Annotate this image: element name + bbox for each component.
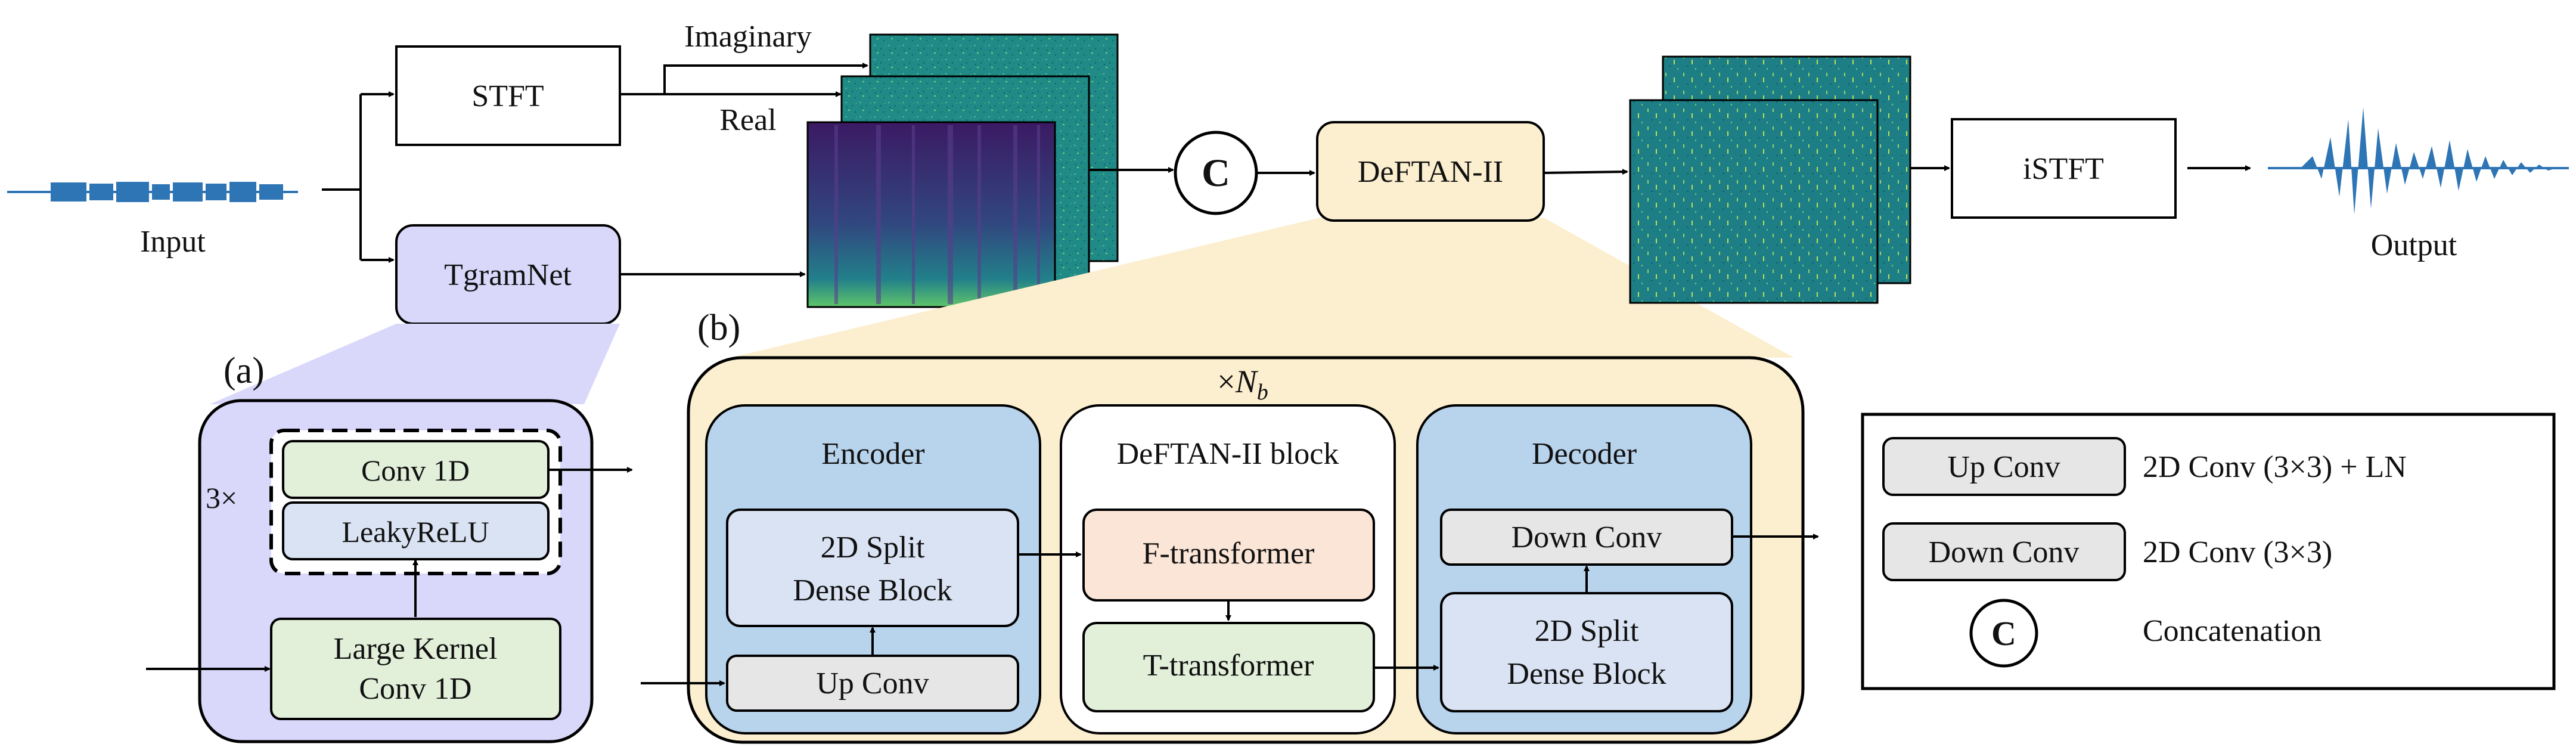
- decoder-panel: Decoder Down Conv 2D Split Dense Block: [1416, 404, 1752, 734]
- decoder-downconv: Down Conv: [1440, 509, 1733, 566]
- large-kernel-conv-box: Large Kernel Conv 1D: [270, 618, 561, 720]
- output-spectrogram-front: [1629, 99, 1879, 304]
- f-transformer-box: F-transformer: [1082, 509, 1375, 602]
- tgramnet-box: TgramNet: [395, 224, 621, 325]
- arrow-to-output-spectrogram: [1543, 169, 1628, 175]
- decoder-block-line1: 2D Split: [1535, 614, 1639, 648]
- conv1d-box: Conv 1D: [282, 440, 550, 499]
- legend-concat: C Concatenation: [1969, 599, 2321, 668]
- concat-symbol: C: [1202, 151, 1230, 195]
- input-label: Input: [140, 225, 206, 259]
- imaginary-label: Imaginary: [684, 20, 812, 54]
- input-waveform: [7, 182, 298, 202]
- encoder-block-line1: 2D Split: [821, 531, 925, 565]
- legend-upconv: Up Conv 2D Conv (3×3) + LN: [1882, 437, 2407, 496]
- output-waveform: [2268, 107, 2569, 215]
- leakyrelu-label: LeakyReLU: [342, 515, 489, 548]
- real-label: Real: [719, 103, 776, 137]
- concatenation-node: C: [1174, 131, 1258, 215]
- panel-b-tag: (b): [697, 308, 740, 348]
- spectrogram-magnitude: [806, 121, 1056, 308]
- legend-downconv-box: Down Conv: [1929, 535, 2080, 569]
- output-label: Output: [2371, 228, 2457, 262]
- tgramnet-label: TgramNet: [444, 258, 572, 292]
- repeat-nb: ×Nb: [1217, 364, 1268, 405]
- panel-b: ×Nb Encoder 2D Split Dense Block Up Conv…: [687, 356, 1805, 744]
- decoder-dense-block: 2D Split Dense Block: [1440, 592, 1733, 712]
- encoder-block-line2: Dense Block: [793, 574, 952, 607]
- legend-upconv-box: Up Conv: [1947, 450, 2060, 484]
- istft-box: iSTFT: [1951, 118, 2177, 219]
- deftan-box: DeFTAN-II: [1316, 121, 1545, 222]
- imaginary-connector: [620, 63, 868, 95]
- encoder-dense-block: 2D Split Dense Block: [726, 509, 1019, 627]
- repeat-n: N: [1235, 364, 1259, 399]
- decoder-block-line2: Dense Block: [1507, 657, 1666, 691]
- input-split-connector: [322, 94, 362, 260]
- legend-upconv-desc: 2D Conv (3×3) + LN: [2143, 450, 2407, 484]
- encoder-upconv: Up Conv: [726, 655, 1019, 712]
- output-spectrogram-stack: [1629, 55, 1911, 304]
- panel-a-tag: (a): [224, 351, 265, 391]
- input-spectrogram-stack: [806, 33, 1119, 308]
- legend-concat-symbol: C: [1991, 614, 2016, 653]
- encoder-upconv-label: Up Conv: [816, 667, 929, 700]
- deftan-label: DeFTAN-II: [1358, 155, 1503, 189]
- legend-panel: Up Conv 2D Conv (3×3) + LN Down Conv 2D …: [1861, 413, 2556, 690]
- legend-downconv-desc: 2D Conv (3×3): [2143, 535, 2332, 569]
- repeat-times: ×: [1217, 364, 1235, 399]
- legend-concat-desc: Concatenation: [2143, 614, 2321, 648]
- decoder-title: Decoder: [1532, 437, 1637, 471]
- t-transformer-label: T-transformer: [1143, 649, 1314, 683]
- encoder-panel: Encoder 2D Split Dense Block Up Conv: [705, 404, 1041, 734]
- conv1d-label: Conv 1D: [361, 454, 470, 487]
- stft-box: STFT: [395, 45, 621, 146]
- encoder-title: Encoder: [821, 437, 924, 471]
- f-transformer-label: F-transformer: [1143, 537, 1315, 571]
- large-kernel-line2: Conv 1D: [359, 672, 471, 706]
- repeat-b: b: [1257, 380, 1268, 405]
- panel-a: 3× Conv 1D LeakyReLU Large Kernel Conv 1…: [198, 399, 594, 743]
- stft-label: STFT: [471, 79, 544, 113]
- deftan-block-panel: DeFTAN-II block F-transformer T-transfor…: [1060, 404, 1396, 734]
- deftan-zoom-region: [730, 218, 1794, 358]
- legend-downconv: Down Conv 2D Conv (3×3): [1882, 522, 2332, 581]
- deftan-block-title: DeFTAN-II block: [1117, 437, 1339, 471]
- istft-label: iSTFT: [2023, 152, 2104, 186]
- leakyrelu-box: LeakyReLU: [282, 501, 550, 560]
- decoder-downconv-label: Down Conv: [1512, 520, 1662, 554]
- t-transformer-box: T-transformer: [1082, 622, 1375, 712]
- tgramnet-zoom-region: [210, 324, 620, 404]
- large-kernel-line1: Large Kernel: [334, 632, 498, 666]
- repeat-count: 3×: [206, 481, 237, 514]
